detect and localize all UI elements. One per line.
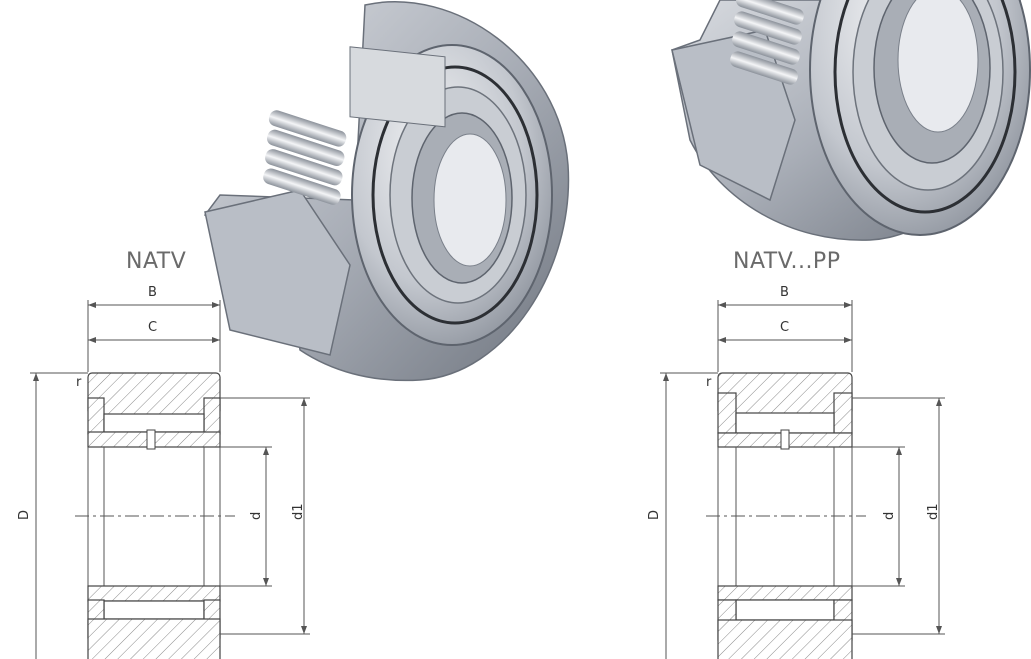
lube-hole-top bbox=[146, 429, 156, 450]
inner-ring-bottom bbox=[717, 585, 853, 601]
outer-ring-bottom bbox=[87, 618, 221, 659]
roller-bottom bbox=[103, 600, 205, 620]
label-b: B bbox=[780, 285, 789, 300]
label-d-outer: D bbox=[647, 510, 662, 520]
label-c: C bbox=[780, 320, 789, 335]
section-drawing-natv: B C r D d d1 bbox=[17, 285, 310, 659]
label-b: B bbox=[148, 285, 157, 300]
label-d-bore: d bbox=[249, 512, 264, 520]
thrust-washer-top-right bbox=[203, 397, 221, 435]
label-d1: d1 bbox=[926, 503, 941, 520]
lube-hole-top bbox=[780, 429, 790, 450]
bearing-render-natv-pp bbox=[671, 0, 1031, 241]
roller-bottom bbox=[735, 599, 835, 621]
label-d-bore: d bbox=[882, 512, 897, 520]
outer-ring-top bbox=[717, 372, 853, 416]
thrust-washer-top-left bbox=[87, 397, 105, 435]
seal-top-right bbox=[833, 392, 853, 434]
section-drawing-natv-pp: B C r D d d1 bbox=[647, 285, 945, 659]
roller-top bbox=[103, 413, 205, 433]
label-c: C bbox=[148, 320, 157, 335]
label-r: r bbox=[706, 375, 712, 390]
label-d1: d1 bbox=[291, 503, 306, 520]
label-r: r bbox=[76, 375, 82, 390]
title-natv-pp: NATV...PP bbox=[733, 249, 841, 274]
bearing-render-natv bbox=[203, 1, 570, 382]
title-natv: NATV bbox=[126, 249, 187, 274]
outer-ring-top bbox=[87, 372, 221, 416]
label-d-outer: D bbox=[17, 510, 32, 520]
outer-ring-bottom bbox=[717, 619, 853, 659]
seal-top-left bbox=[717, 392, 737, 434]
inner-ring-bottom bbox=[87, 585, 221, 602]
